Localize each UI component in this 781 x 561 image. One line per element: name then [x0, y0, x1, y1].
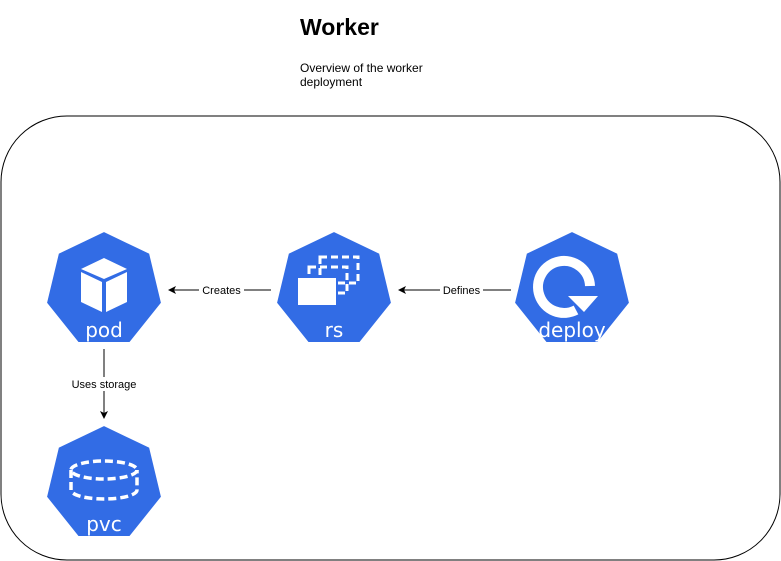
node-label-deploy: deploy: [538, 318, 605, 342]
cylinder-icon: [69, 459, 139, 501]
edge-uses-storage: Uses storage: [68, 349, 140, 419]
node-label-rs: rs: [325, 318, 344, 342]
rotate-arrow-icon: [533, 256, 598, 318]
edge-label-uses-storage: Uses storage: [72, 379, 137, 391]
edge-label-defines: Defines: [443, 285, 481, 297]
node-rs[interactable]: rs: [275, 230, 393, 344]
node-pod[interactable]: pod: [45, 230, 163, 344]
diagram-title: Worker: [300, 14, 379, 40]
node-deploy[interactable]: deploy: [513, 230, 631, 344]
edge-defines: Defines: [398, 283, 511, 297]
cube-icon: [81, 258, 127, 312]
diagram-subtitle: Overview of the worker deployment: [300, 61, 423, 89]
edge-label-creates: Creates: [202, 285, 241, 297]
edge-creates: Creates: [168, 283, 271, 297]
node-label-pvc: pvc: [86, 512, 122, 536]
node-label-pod: pod: [85, 318, 123, 342]
cluster-frame: [0, 115, 781, 561]
replicaset-icon: [298, 255, 360, 305]
node-pvc[interactable]: pvc: [45, 424, 163, 538]
